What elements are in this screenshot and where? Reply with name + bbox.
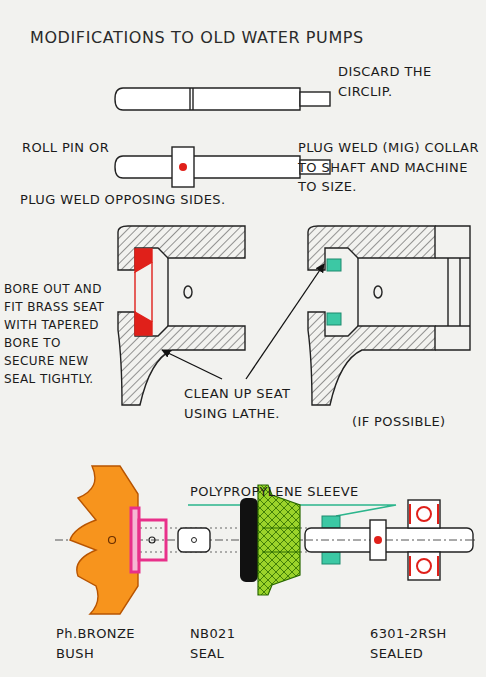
roll-pin bbox=[374, 536, 382, 544]
brass-seat bbox=[134, 272, 135, 312]
shaft-with-groove bbox=[300, 92, 330, 106]
sealed-bearing bbox=[408, 500, 440, 528]
brass-seat bbox=[135, 312, 152, 335]
seal-seat bbox=[327, 259, 341, 271]
pump-housing-original bbox=[435, 226, 470, 350]
drive-pin bbox=[178, 528, 210, 552]
brass-seat bbox=[151, 262, 152, 322]
shaft-with-groove bbox=[189, 88, 190, 110]
shaft-with-collar bbox=[115, 147, 330, 187]
bronze-bush bbox=[139, 520, 166, 560]
pump-housing-original bbox=[308, 312, 435, 405]
part-label: 6301-2RSH SEALED bbox=[370, 624, 478, 663]
pump-housing-original bbox=[374, 286, 382, 298]
mechanical-seal bbox=[258, 485, 300, 595]
mechanical-seal bbox=[240, 498, 258, 582]
instruction-note: (IF POSSIBLE) bbox=[352, 412, 478, 432]
shaft bbox=[305, 528, 473, 552]
part-label: POLYPROPYLENE SLEEVE bbox=[190, 482, 420, 502]
part-label: NB021 SEAL bbox=[190, 624, 256, 663]
impeller bbox=[70, 466, 138, 614]
pump-housing-original bbox=[357, 258, 358, 326]
leader-arrow bbox=[162, 264, 324, 379]
sealed-bearing bbox=[410, 504, 438, 576]
seal-seat bbox=[327, 313, 341, 325]
brass-seat bbox=[135, 249, 152, 272]
polypropylene-sleeve bbox=[322, 516, 340, 528]
instruction-note: DISCARD THE CIRCLIP. bbox=[338, 62, 478, 101]
instruction-note: PLUG WELD OPPOSING SIDES. bbox=[20, 190, 280, 210]
brass-seat bbox=[135, 249, 152, 335]
bronze-bush bbox=[131, 508, 166, 572]
centre-line bbox=[305, 540, 473, 541]
shaft-with-groove bbox=[192, 88, 193, 110]
sealed-bearing bbox=[417, 559, 431, 573]
instruction-note: ROLL PIN OR bbox=[22, 138, 142, 158]
pump-housing-original bbox=[308, 226, 435, 270]
shaft-with-groove bbox=[115, 88, 330, 110]
polypropylene-sleeve bbox=[322, 552, 340, 564]
pump-housing-bored bbox=[167, 258, 168, 326]
pump-housing-bored bbox=[118, 226, 245, 405]
mechanical-seal bbox=[262, 528, 300, 552]
shaft-collar bbox=[370, 520, 386, 560]
shaft-with-collar bbox=[115, 156, 300, 178]
sealed-bearing bbox=[417, 507, 431, 521]
roll-pin bbox=[179, 163, 187, 171]
shaft-with-groove bbox=[115, 88, 300, 110]
shaft-with-collar bbox=[172, 147, 194, 187]
impeller-hole bbox=[109, 537, 116, 544]
instruction-note: PLUG WELD (MIG) COLLAR TO SHAFT AND MACH… bbox=[298, 138, 480, 197]
leader-arrow bbox=[162, 350, 222, 379]
instruction-note: CLEAN UP SEAT USING LATHE. bbox=[184, 384, 308, 423]
page-title: MODIFICATIONS TO OLD WATER PUMPS bbox=[30, 28, 364, 47]
bush-hole bbox=[149, 537, 155, 543]
instruction-note: BORE OUT AND FIT BRASS SEAT WITH TAPERED… bbox=[4, 280, 112, 388]
sealed-bearing bbox=[408, 500, 440, 580]
sealed-bearing bbox=[408, 552, 440, 580]
mechanical-seal bbox=[258, 485, 300, 595]
leader-arrow bbox=[246, 264, 324, 379]
mechanical-seal bbox=[240, 485, 300, 595]
part-label: Ph.BRONZE BUSH bbox=[56, 624, 160, 663]
seal-seat bbox=[327, 259, 341, 325]
pump-housing-original bbox=[308, 226, 470, 405]
pump-housing-bored bbox=[184, 286, 192, 298]
pin-hole bbox=[192, 538, 197, 543]
